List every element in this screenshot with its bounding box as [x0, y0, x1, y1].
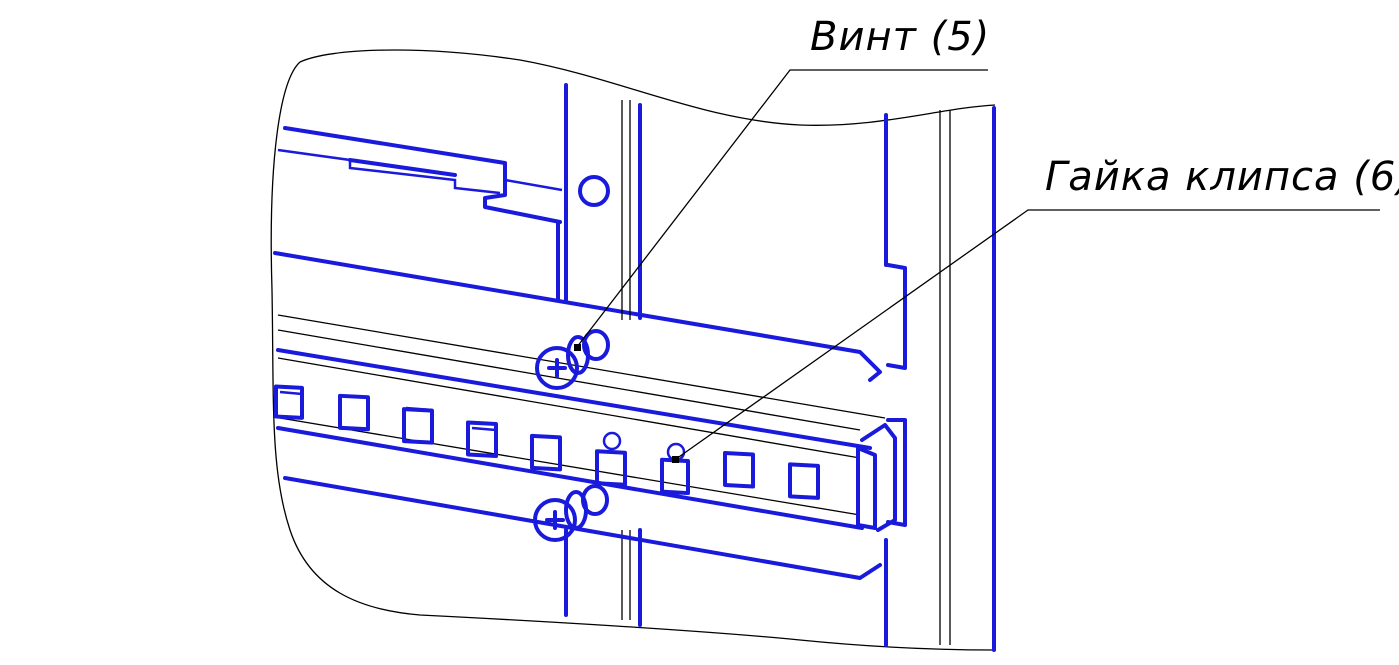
lower-frame-bar	[283, 476, 882, 580]
clip-nut-graphic	[595, 431, 690, 496]
rail-square-holes	[274, 384, 820, 500]
screw-bottom-graphic	[533, 484, 609, 542]
mounting-rail	[276, 314, 897, 532]
breakout-outline	[270, 49, 996, 651]
post-hole	[578, 175, 610, 207]
screw-callout-label: Винт (5)	[810, 14, 990, 60]
vertical-post-left	[556, 83, 642, 627]
clip-nut-callout-label: Гайка клипса (6)	[1045, 154, 1399, 200]
screw-leader-line	[576, 69, 988, 348]
top-frame-profile	[277, 126, 563, 224]
vertical-post-right	[884, 106, 996, 652]
upper-frame-bar	[273, 251, 882, 382]
clip-nut-leader-line	[675, 209, 1380, 460]
screw-top-graphic	[535, 329, 610, 390]
